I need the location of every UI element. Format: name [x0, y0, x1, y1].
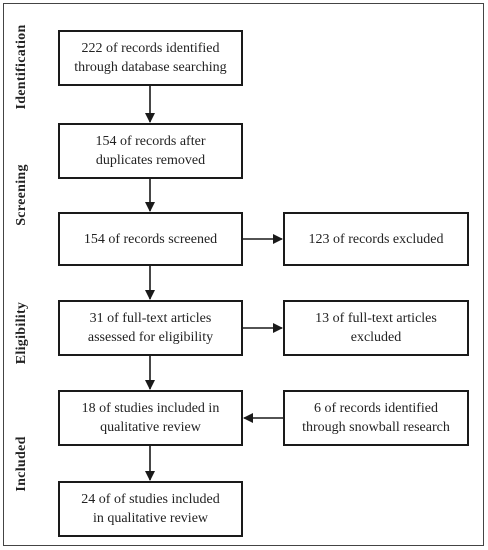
stage-label-identification: Identification	[14, 24, 29, 110]
stage-label-screening: Screening	[14, 164, 29, 226]
stage-label-included: Included	[14, 436, 29, 492]
box-records-identified: 222 of records identified through databa…	[58, 30, 243, 86]
box-records-screened: 154 of records screened	[58, 212, 243, 266]
stage-label-eligibility: Eligibility	[14, 301, 29, 365]
box-fulltext-assessed: 31 of full-text articles assessed for el…	[58, 300, 243, 356]
box-snowball-records: 6 of records identified through snowball…	[283, 390, 469, 446]
box-studies-included: 18 of studies included in qualitative re…	[58, 390, 243, 446]
diagram-frame	[3, 3, 484, 546]
box-after-duplicates: 154 of records after duplicates removed	[58, 123, 243, 179]
box-final-included: 24 of of studies included in qualitative…	[58, 481, 243, 537]
box-records-excluded: 123 of records excluded	[283, 212, 469, 266]
box-fulltext-excluded: 13 of full-text articles excluded	[283, 300, 469, 356]
